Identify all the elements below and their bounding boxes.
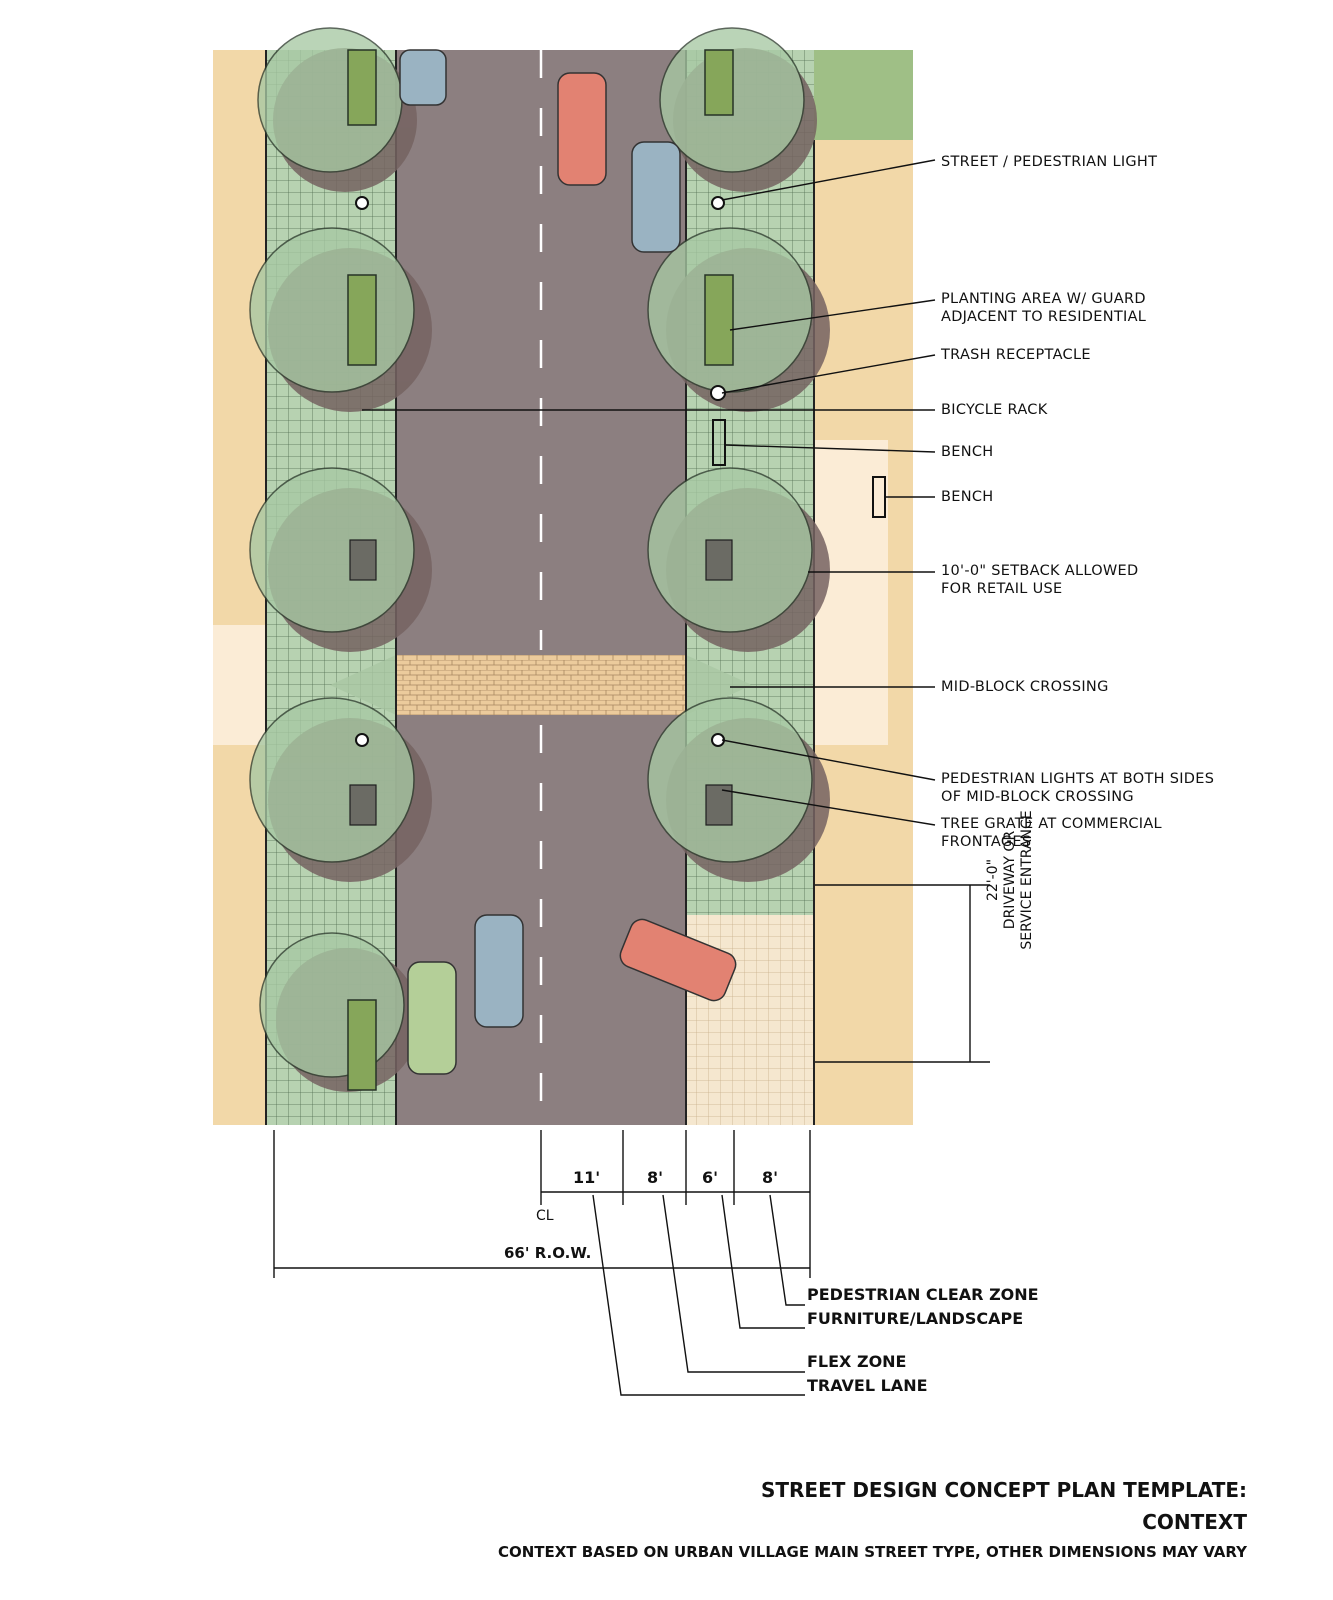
title-line-2: CONTEXT xyxy=(1142,1510,1247,1534)
callout-bench-2: BENCH xyxy=(941,489,994,505)
dim-flex-zone: 8' xyxy=(647,1168,664,1187)
dim-furniture: 6' xyxy=(702,1168,719,1187)
callout-bicycle-rack: BICYCLE RACK xyxy=(941,402,1048,418)
centerline-symbol: CL xyxy=(536,1208,554,1224)
callout-bench-1: BENCH xyxy=(941,444,994,460)
cross-street-left xyxy=(213,625,273,745)
zone-flex: FLEX ZONE xyxy=(807,1352,907,1371)
dim-clear-zone: 8' xyxy=(762,1168,779,1187)
title-subtitle: CONTEXT BASED ON URBAN VILLAGE MAIN STRE… xyxy=(497,1543,1247,1561)
crosswalk-bulb-left xyxy=(330,655,396,715)
crosswalk-bulb-right xyxy=(686,655,752,715)
mid-block-crosswalk xyxy=(396,655,686,715)
zone-pedestrian-clear: PEDESTRIAN CLEAR ZONE xyxy=(807,1285,1039,1304)
tree-grates xyxy=(349,539,733,826)
callout-trash-receptacle: TRASH RECEPTACLE xyxy=(941,347,1091,363)
row-dimension: 66' R.O.W. xyxy=(504,1244,592,1262)
bench-curbside xyxy=(712,419,726,466)
leader-lines xyxy=(362,159,936,826)
dim-travel-lane: 11' xyxy=(573,1168,601,1187)
lawn-top-right xyxy=(808,50,913,140)
planting-areas xyxy=(347,49,734,1091)
callout-mid-block-crossing: MID-BLOCK CROSSING xyxy=(941,679,1109,695)
zone-travel-lane: TRAVEL LANE xyxy=(807,1376,928,1395)
dimension-lines xyxy=(273,1130,811,1396)
parked-cars xyxy=(399,49,737,1075)
zone-furniture-landscape: FURNITURE/LANDSCAPE xyxy=(807,1309,1024,1328)
callout-street-light: STREET / PEDESTRIAN LIGHT xyxy=(941,154,1158,170)
driveway-label: 22'-0" DRIVEWAY OR SERVICE ENTRANCE xyxy=(985,810,1035,950)
driveway-dimension xyxy=(815,884,990,1063)
title-line-1: STREET DESIGN CONCEPT PLAN TEMPLATE: xyxy=(760,1478,1247,1502)
